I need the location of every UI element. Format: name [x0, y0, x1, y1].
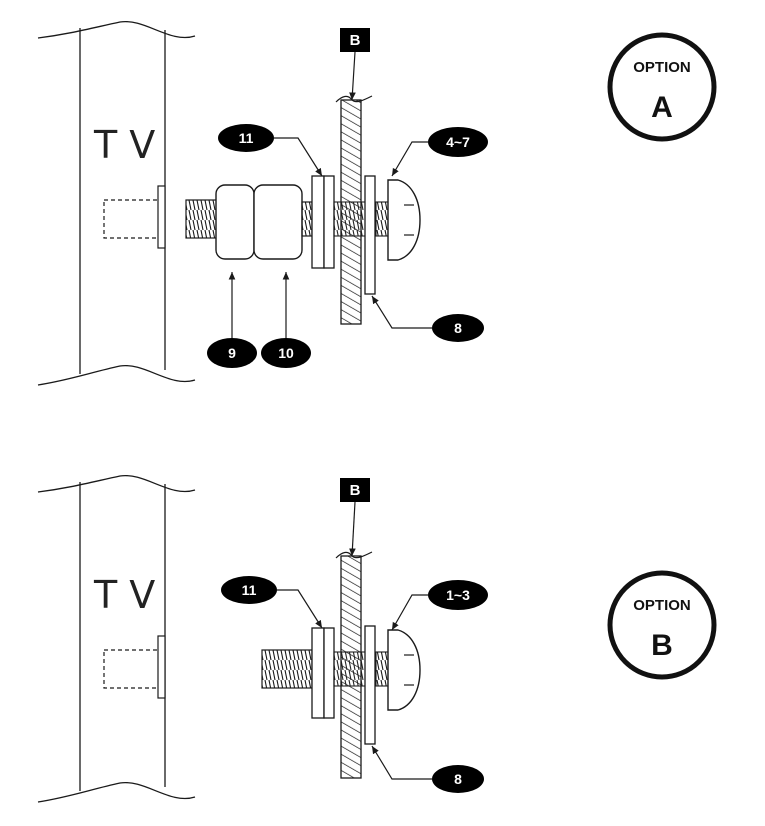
svg-text:11: 11	[239, 130, 254, 146]
svg-text:1~3: 1~3	[446, 587, 470, 603]
option-a-badge: OPTION A	[607, 32, 717, 142]
tv-label-b: T V	[93, 573, 155, 617]
washer-11-b1	[311, 627, 325, 719]
callout-8-b: 8	[371, 745, 484, 793]
callout-11-b: 11	[221, 576, 323, 629]
wall-label-a: B	[350, 32, 361, 49]
washer-11-a1	[311, 175, 325, 269]
svg-text:OPTION: OPTION	[633, 597, 691, 614]
svg-text:9: 9	[228, 345, 236, 361]
threaded-rod-b	[261, 649, 313, 689]
tv-body-b	[37, 474, 196, 803]
svg-text:A: A	[651, 91, 673, 124]
callout-11-a: 11	[218, 124, 323, 177]
tv-socket-b	[103, 635, 166, 699]
svg-text:OPTION: OPTION	[633, 59, 691, 76]
spacer-8-a	[364, 175, 376, 295]
wall-label-box-b	[340, 478, 370, 502]
svg-text:8: 8	[454, 320, 462, 336]
wall-label-box-a	[340, 28, 370, 52]
screw-head-1-3	[387, 629, 421, 711]
washer-11-a2	[323, 175, 335, 269]
callout-10: 10	[261, 272, 311, 368]
tv-label-a: T V	[93, 123, 155, 167]
threaded-rod-a	[185, 199, 219, 239]
callout-9: 9	[207, 272, 257, 368]
callout-4-7: 4~7	[391, 127, 488, 177]
screw-head-4-7	[387, 179, 421, 261]
bolt-shank-a	[333, 201, 371, 237]
svg-text:10: 10	[278, 345, 294, 361]
svg-text:4~7: 4~7	[446, 134, 470, 150]
callout-8-a: 8	[371, 295, 484, 342]
wall-label-b: B	[350, 482, 361, 499]
svg-text:8: 8	[454, 771, 462, 787]
option-a-panel: T V B	[37, 20, 717, 386]
option-b-badge: OPTION B	[607, 570, 717, 680]
screw-shank-a	[375, 201, 389, 237]
threaded-rod-mid-a	[301, 201, 313, 237]
nut-9	[215, 184, 255, 260]
tv-socket-a	[103, 185, 166, 249]
option-b-panel: T V B 11	[37, 474, 717, 803]
callout-1-3: 1~3	[391, 580, 488, 631]
bolt-shank-b	[333, 651, 371, 687]
screw-shank-b	[375, 651, 389, 687]
spacer-8-b	[364, 625, 376, 745]
washer-11-b2	[323, 627, 335, 719]
svg-text:11: 11	[242, 582, 257, 598]
svg-text:B: B	[651, 629, 673, 662]
nut-10	[253, 184, 303, 260]
